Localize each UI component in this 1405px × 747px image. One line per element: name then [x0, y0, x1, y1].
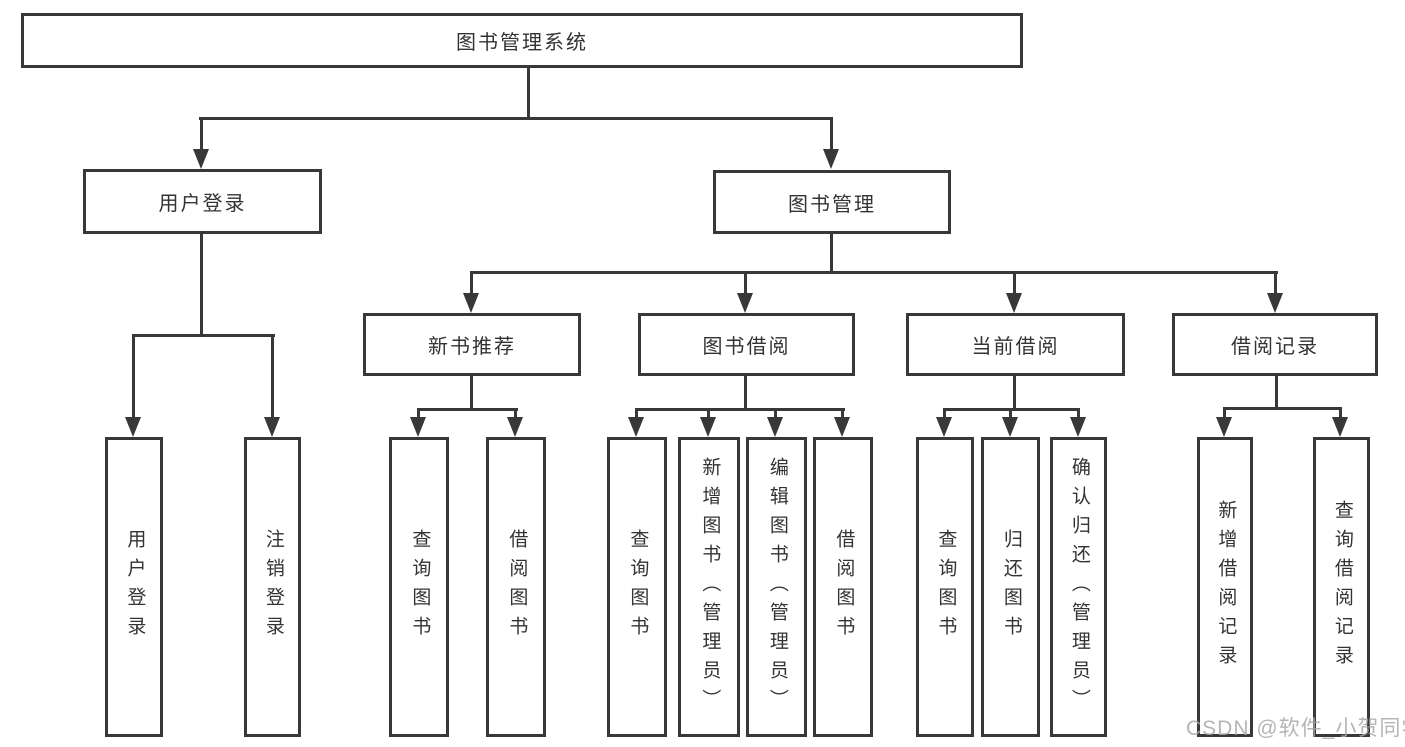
leaf-user-login-label: 用户登录 — [124, 529, 146, 645]
leaf-query-borrow-record-label: 查询借阅记录 — [1331, 500, 1353, 674]
node-system-root: 图书管理系统 — [21, 13, 1023, 68]
connector-line — [514, 408, 517, 418]
connector-line — [841, 408, 844, 418]
leaf-confirm-return-admin-label: 确认归还（管理员） — [1068, 456, 1090, 718]
leaf-add-borrow-record: 新增借阅记录 — [1197, 437, 1253, 737]
arrowhead-down-icon — [767, 417, 783, 437]
connector-line — [1275, 375, 1278, 410]
arrowhead-down-icon — [463, 293, 479, 313]
leaf-add-borrow-record-label: 新增借阅记录 — [1215, 500, 1237, 674]
arrowhead-down-icon — [628, 417, 644, 437]
node-new-book-recommend-label: 新书推荐 — [428, 336, 516, 358]
connector-line — [1013, 271, 1016, 293]
leaf-edit-books-admin-label: 编辑图书（管理员） — [766, 456, 788, 718]
leaf-borrow-books-borrowing: 借阅图书 — [813, 437, 873, 737]
leaf-add-books-admin: 新增图书（管理员） — [678, 437, 740, 737]
leaf-logout-login-label: 注销登录 — [262, 529, 284, 645]
connector-line — [132, 334, 135, 417]
arrowhead-down-icon — [700, 417, 716, 437]
leaf-query-books-current-label: 查询图书 — [935, 529, 957, 645]
arrowhead-down-icon — [936, 417, 952, 437]
connector-line — [1013, 375, 1016, 411]
connector-line — [417, 408, 420, 418]
connector-line — [830, 117, 833, 149]
arrowhead-down-icon — [125, 417, 141, 437]
node-book-management-label: 图书管理 — [788, 193, 876, 216]
connector-line — [1223, 407, 1342, 410]
leaf-return-books-label: 归还图书 — [1000, 529, 1022, 645]
leaf-edit-books-admin: 编辑图书（管理员） — [746, 437, 807, 737]
connector-line — [744, 271, 747, 293]
arrowhead-down-icon — [1267, 293, 1283, 313]
leaf-user-login: 用户登录 — [105, 437, 163, 737]
arrowhead-down-icon — [1332, 417, 1348, 437]
connector-line — [635, 408, 845, 411]
leaf-query-books-borrowing-label: 查询图书 — [627, 529, 649, 645]
node-user-login: 用户登录 — [83, 169, 322, 234]
connector-line — [527, 68, 530, 118]
arrowhead-down-icon — [823, 149, 839, 169]
leaf-logout-login: 注销登录 — [244, 437, 301, 737]
node-book-borrowing-label: 图书借阅 — [702, 336, 791, 358]
node-user-login-label: 用户登录 — [158, 193, 247, 215]
csdn-watermark: CSDN @软件_小贺同学 — [1186, 717, 1405, 740]
connector-line — [943, 408, 946, 418]
leaf-add-books-admin-label: 新增图书（管理员） — [699, 456, 721, 718]
arrowhead-down-icon — [1002, 417, 1018, 437]
leaf-query-books-recommend-label: 查询图书 — [409, 529, 431, 645]
arrowhead-down-icon — [507, 417, 523, 437]
arrowhead-down-icon — [834, 417, 850, 437]
connector-line — [830, 233, 833, 274]
connector-line — [1077, 408, 1080, 418]
leaf-query-books-current: 查询图书 — [916, 437, 974, 737]
leaf-borrow-books-recommend: 借阅图书 — [486, 437, 546, 737]
arrowhead-down-icon — [1070, 417, 1086, 437]
leaf-borrow-books-recommend-label: 借阅图书 — [506, 529, 528, 645]
arrowhead-down-icon — [1216, 417, 1232, 437]
leaf-confirm-return-admin: 确认归还（管理员） — [1050, 437, 1107, 737]
node-book-borrowing: 图书借阅 — [638, 313, 855, 376]
connector-line — [132, 334, 275, 337]
node-borrowing-records: 借阅记录 — [1172, 313, 1378, 376]
node-book-management: 图书管理 — [713, 170, 951, 234]
connector-line — [635, 408, 638, 418]
leaf-query-books-borrowing: 查询图书 — [607, 437, 667, 737]
node-system-root-label: 图书管理系统 — [456, 32, 588, 54]
connector-line — [1339, 407, 1342, 418]
connector-line — [200, 233, 203, 337]
arrowhead-down-icon — [1006, 293, 1022, 313]
node-new-book-recommend: 新书推荐 — [363, 313, 581, 376]
arrowhead-down-icon — [193, 149, 209, 169]
node-current-borrowing-label: 当前借阅 — [971, 336, 1060, 358]
leaf-query-books-recommend: 查询图书 — [389, 437, 449, 737]
connector-line — [1223, 407, 1226, 418]
connector-line — [271, 334, 274, 417]
arrowhead-down-icon — [264, 417, 280, 437]
connector-line — [199, 117, 833, 120]
connector-line — [707, 408, 710, 418]
connector-line — [470, 271, 1278, 274]
arrowhead-down-icon — [410, 417, 426, 437]
connector-line — [774, 408, 777, 418]
connector-line — [470, 375, 473, 411]
connector-line — [1274, 271, 1277, 293]
connector-line — [417, 408, 518, 411]
node-current-borrowing: 当前借阅 — [906, 313, 1125, 376]
leaf-return-books: 归还图书 — [981, 437, 1040, 737]
leaf-query-borrow-record: 查询借阅记录 — [1313, 437, 1370, 737]
connector-line — [470, 271, 473, 293]
connector-line — [200, 117, 203, 149]
connector-line — [1009, 408, 1012, 418]
connector-line — [744, 375, 747, 411]
node-borrowing-records-label: 借阅记录 — [1231, 336, 1319, 358]
leaf-borrow-books-borrowing-label: 借阅图书 — [833, 529, 855, 645]
arrowhead-down-icon — [737, 293, 753, 313]
